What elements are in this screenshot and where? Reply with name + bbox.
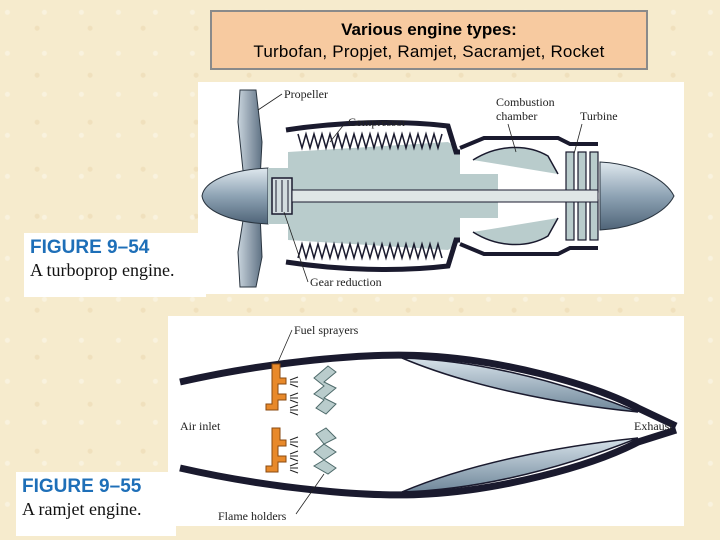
label-combustion-line1: Combustion <box>496 95 555 109</box>
label-exhaust: Exhaust <box>634 419 673 433</box>
exhaust-cone <box>599 161 675 231</box>
label-turbine: Turbine <box>580 109 618 123</box>
title-box: Various engine types: Turbofan, Propjet,… <box>210 10 648 70</box>
casing-top <box>285 120 460 155</box>
fuel-sprayer-bottom <box>265 427 287 473</box>
propeller-blade-top <box>237 89 263 181</box>
combustion-chamber-top <box>459 136 598 150</box>
label-propeller: Propeller <box>284 87 328 101</box>
turboprop-drawing: Propeller Compressor Combustion chamber … <box>201 87 675 289</box>
nozzle-wedge-top <box>401 357 639 413</box>
turboprop-diagram: Propeller Compressor Combustion chamber … <box>198 82 684 294</box>
figure-9-54-label: FIGURE 9–54 <box>30 237 150 258</box>
figure-9-55-caption: FIGURE 9–55 A ramjet engine. <box>16 472 176 536</box>
nose-spinner <box>201 167 269 225</box>
flame-holder-top <box>313 365 337 415</box>
label-fuel-sprayers: Fuel sprayers <box>294 323 359 337</box>
flame-holder-bottom <box>313 427 337 475</box>
fuel-spray-bottom <box>289 436 299 474</box>
combustor-liner-bottom <box>472 217 559 246</box>
label-air-inlet: Air inlet <box>180 419 221 433</box>
compressor-blades-bottom <box>297 241 443 261</box>
label-combustion-line2: chamber <box>496 109 537 123</box>
label-gear-reduction: Gear reduction <box>310 275 382 289</box>
label-compressor: Compressor <box>348 115 406 129</box>
figure-9-55-description: A ramjet engine. <box>22 499 142 519</box>
slide-title: Various engine types: <box>341 20 517 39</box>
combustor-liner-top <box>472 146 559 175</box>
combustion-chamber-bottom <box>459 242 598 256</box>
figure-9-55-label: FIGURE 9–55 <box>22 476 142 497</box>
label-flame-holders: Flame holders <box>218 509 287 523</box>
ramjet-casing-bottom <box>179 426 678 499</box>
nozzle-wedge-bottom <box>401 437 639 493</box>
propeller-blade-bottom <box>237 213 263 288</box>
slide-subtitle: Turbofan, Propjet, Ramjet, Sacramjet, Ro… <box>253 42 605 61</box>
casing-bottom <box>285 237 460 272</box>
main-shaft <box>291 189 599 203</box>
figure-9-54-description: A turboprop engine. <box>30 260 175 280</box>
fuel-spray-top <box>289 376 299 416</box>
ramjet-diagram: Fuel sprayers Air inlet Exhaust Flame ho… <box>168 316 684 526</box>
figure-9-54-caption: FIGURE 9–54 A turboprop engine. <box>24 233 206 297</box>
fuel-sprayer-top <box>265 363 287 411</box>
ramjet-casing-top <box>179 351 678 430</box>
ramjet-drawing: Fuel sprayers Air inlet Exhaust Flame ho… <box>179 323 678 523</box>
compressor-blades-top <box>297 131 443 151</box>
